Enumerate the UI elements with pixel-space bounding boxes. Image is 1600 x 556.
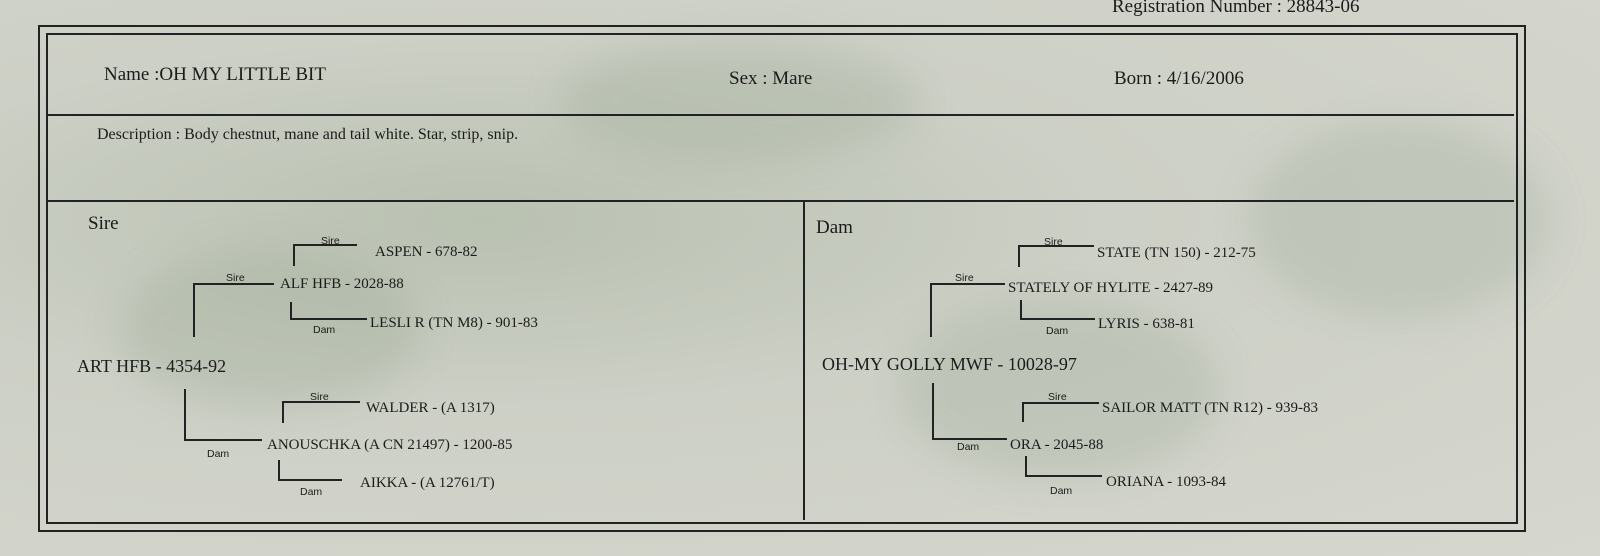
sire-label: Sire bbox=[321, 235, 340, 247]
bracket bbox=[184, 389, 262, 441]
dam-name: ORA - 2045-88 bbox=[1010, 437, 1104, 453]
dam-label: Dam bbox=[313, 324, 336, 336]
horse-sex: Sex : Mare bbox=[729, 68, 813, 89]
bracket bbox=[930, 283, 1005, 337]
dam-dam-name: ORIANA - 1093-84 bbox=[1106, 474, 1226, 490]
dam-sire-name: WALDER - (A 1317) bbox=[366, 400, 495, 416]
dam-dam-name: AIKKA - (A 12761/T) bbox=[360, 475, 495, 491]
paper-texture bbox=[560, 40, 920, 160]
sire-label: Sire bbox=[226, 272, 245, 284]
inner-border bbox=[46, 33, 1518, 524]
sire-label: Sire bbox=[1044, 236, 1063, 248]
paper-texture bbox=[1250, 120, 1550, 320]
sire-label: Sire bbox=[1048, 391, 1067, 403]
sire-sire-name: ASPEN - 678-82 bbox=[375, 244, 478, 260]
sire-sire-name: STATE (TN 150) - 212-75 bbox=[1097, 245, 1256, 261]
bracket bbox=[1022, 402, 1099, 422]
bracket bbox=[193, 283, 274, 337]
dam-sire-name: SAILOR MATT (TN R12) - 939-83 bbox=[1102, 400, 1318, 416]
dam-heading: Dam bbox=[816, 217, 853, 238]
sire-name: ALF HFB - 2028-88 bbox=[280, 276, 404, 292]
bracket bbox=[1025, 456, 1102, 477]
dam-horse-name: OH-MY GOLLY MWF - 10028-97 bbox=[822, 354, 1077, 374]
paper-texture bbox=[900, 300, 1220, 480]
dam-label: Dam bbox=[1050, 485, 1073, 497]
bracket bbox=[282, 401, 360, 423]
registration-number: Registration Number : 28843-06 bbox=[1112, 0, 1360, 17]
dam-label: Dam bbox=[300, 486, 323, 498]
bracket bbox=[1020, 300, 1095, 320]
divider bbox=[46, 114, 1514, 116]
bracket bbox=[1018, 245, 1094, 267]
bracket bbox=[278, 460, 342, 481]
sire-horse-name: ART HFB - 4354-92 bbox=[77, 356, 227, 376]
sire-name: STATELY OF HYLITE - 2427-89 bbox=[1008, 280, 1214, 296]
dam-label: Dam bbox=[957, 441, 980, 453]
paper-texture bbox=[120, 250, 420, 410]
horse-name: Name :OH MY LITTLE BIT bbox=[104, 64, 326, 85]
sire-label: Sire bbox=[955, 272, 974, 284]
dam-label: Dam bbox=[1046, 325, 1069, 337]
dam-label: Dam bbox=[207, 448, 230, 460]
sire-dam-name: LYRIS - 638-81 bbox=[1098, 316, 1195, 332]
sire-label: Sire bbox=[310, 391, 329, 403]
divider bbox=[46, 200, 1514, 202]
sire-heading: Sire bbox=[88, 213, 119, 234]
description: Description : Body chestnut, mane and ta… bbox=[97, 126, 519, 143]
sire-dam-name: LESLI R (TN M8) - 901-83 bbox=[370, 315, 538, 331]
divider bbox=[803, 200, 805, 520]
bracket bbox=[932, 383, 1007, 440]
horse-born: Born : 4/16/2006 bbox=[1114, 68, 1244, 89]
bracket bbox=[293, 244, 357, 266]
dam-name: ANOUSCHKA (A CN 21497) - 1200-85 bbox=[267, 437, 513, 453]
bracket bbox=[290, 302, 367, 320]
outer-border bbox=[38, 25, 1526, 532]
